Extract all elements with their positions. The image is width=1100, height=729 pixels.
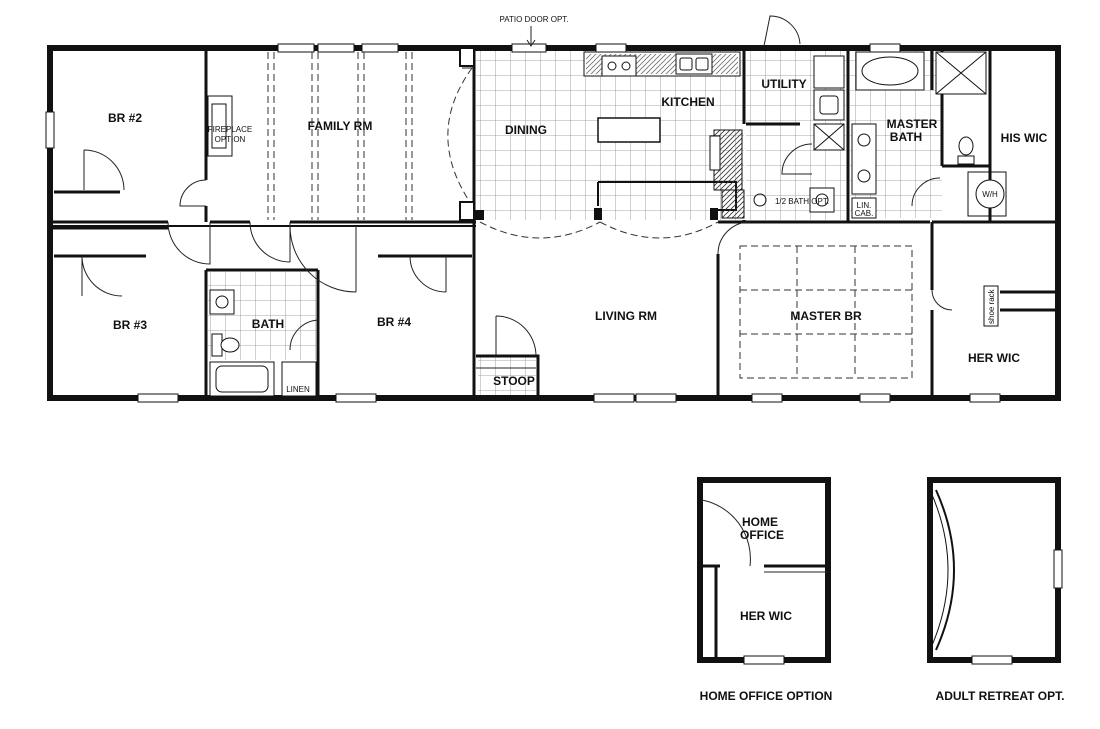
utility-fixtures bbox=[753, 55, 845, 213]
utility-label: UTILITY bbox=[761, 77, 806, 91]
interior-walls bbox=[50, 48, 1058, 398]
stoop-tile bbox=[478, 356, 536, 398]
water-heater-label: W/H bbox=[982, 190, 998, 199]
bath-label: BATH bbox=[252, 317, 284, 331]
half-bath-label: 1/2 BATH OPT. bbox=[775, 197, 829, 206]
home-office-label-1: HOME bbox=[742, 515, 778, 529]
home-office-label-2: OFFICE bbox=[740, 528, 784, 542]
lin-cab-label-2: CAB. bbox=[855, 209, 874, 218]
family-room-beams bbox=[267, 52, 413, 220]
master-bath-label-2: BATH bbox=[890, 130, 922, 144]
her-wic-label: HER WIC bbox=[968, 351, 1020, 365]
corner-posts bbox=[459, 47, 718, 221]
patio-door-label: PATIO DOOR OPT. bbox=[499, 15, 568, 24]
arched-openings bbox=[447, 67, 719, 239]
br2-label: BR #2 bbox=[108, 111, 142, 125]
living-rm-label: LIVING RM bbox=[595, 309, 657, 323]
adult-retreat-caption: ADULT RETREAT OPT. bbox=[936, 689, 1065, 703]
patio-door-arrow bbox=[526, 26, 536, 47]
exterior-walls bbox=[47, 45, 1061, 401]
master-br-label: MASTER BR bbox=[790, 309, 862, 323]
kitchen-fixtures bbox=[583, 51, 745, 219]
lin-cab-label-1: LIN. bbox=[857, 201, 872, 210]
master-bath-label-1: MASTER bbox=[887, 117, 938, 131]
adult-retreat-option bbox=[927, 477, 1063, 665]
shoe-rack-label: shoe rack bbox=[987, 288, 996, 324]
master-br-grid bbox=[739, 245, 913, 379]
br3-label: BR #3 bbox=[113, 318, 147, 332]
dining-label: DINING bbox=[505, 123, 547, 137]
shoe-rack bbox=[983, 285, 999, 327]
home-office-her-wic-label: HER WIC bbox=[740, 609, 792, 623]
fireplace-icon bbox=[207, 95, 233, 157]
kitchen-label: KITCHEN bbox=[661, 95, 714, 109]
linen-label: LINEN bbox=[286, 385, 310, 394]
his-wic-label: HIS WIC bbox=[1001, 131, 1048, 145]
fireplace-label-2: OPTION bbox=[215, 135, 246, 144]
fireplace-label-1: FIREPLACE bbox=[208, 125, 252, 134]
bath-fixtures bbox=[209, 289, 317, 397]
windows bbox=[45, 43, 1001, 403]
br4-label: BR #4 bbox=[377, 315, 411, 329]
stoop-label: STOOP bbox=[493, 374, 535, 388]
home-office-option bbox=[697, 477, 831, 665]
home-office-caption: HOME OFFICE OPTION bbox=[700, 689, 833, 703]
master-bath-fixtures bbox=[851, 51, 1007, 219]
family-rm-label: FAMILY RM bbox=[308, 119, 373, 133]
door-swings bbox=[81, 15, 953, 357]
